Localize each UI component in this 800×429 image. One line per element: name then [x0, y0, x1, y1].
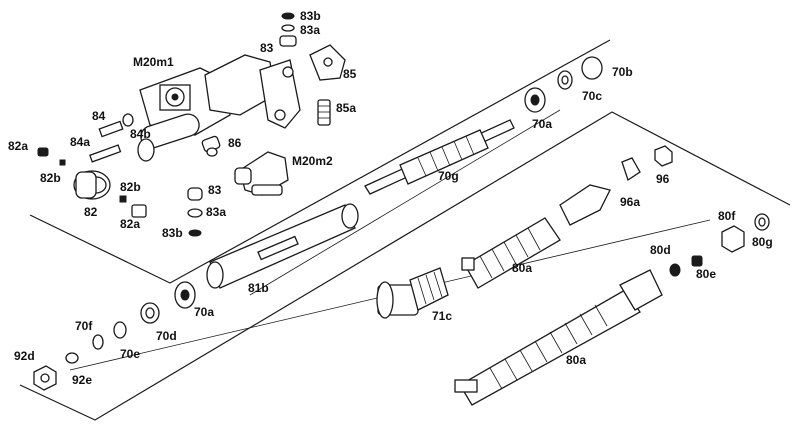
label-80d: 80d [650, 243, 671, 257]
bushing-82b-left [59, 159, 66, 166]
label-m20m2: M20m2 [292, 154, 333, 168]
label-84b: 84b [130, 127, 151, 141]
label-83b-bottom: 83b [162, 226, 183, 240]
label-92d: 92d [14, 349, 35, 363]
washer-stack-83-bottom [187, 187, 203, 237]
nut-96 [654, 145, 673, 167]
cap-70b [581, 56, 603, 80]
nut-80f [721, 225, 745, 253]
label-85a: 85a [336, 101, 356, 115]
label-82: 82 [84, 205, 98, 219]
label-92e: 92e [72, 373, 92, 387]
screw-84 [98, 113, 134, 138]
label-80a-lower: 80a [566, 353, 586, 367]
label-84: 84 [92, 109, 106, 123]
label-m20m1: M20m1 [133, 55, 174, 69]
label-70b: 70b [612, 65, 633, 79]
label-70g: 70g [438, 169, 459, 183]
bellows-71c [376, 267, 449, 319]
bolts-82a-bottom [119, 195, 147, 218]
washer-92e [65, 352, 79, 364]
label-83a-bottom: 83a [206, 205, 226, 219]
label-80a-upper: 80a [512, 261, 532, 275]
label-83b-top: 83b [300, 9, 321, 23]
label-82b-left: 82b [40, 171, 61, 185]
ring-80g [754, 213, 770, 231]
sleeve-84b [137, 113, 200, 162]
ring-70e [113, 321, 127, 339]
ring-70f [92, 334, 104, 350]
label-82a-top: 82a [8, 139, 28, 153]
flange-82 [73, 170, 111, 200]
pin-84a [89, 144, 122, 163]
label-83-bottom: 83 [208, 183, 222, 197]
label-85: 85 [343, 67, 357, 81]
lower-group-boundary [19, 111, 791, 421]
label-83-top: 83 [260, 41, 274, 55]
label-80g: 80g [752, 235, 773, 249]
label-96: 96 [656, 172, 670, 186]
label-84a: 84a [70, 135, 90, 149]
label-82b-right: 82b [120, 180, 141, 194]
shaft-80a-upper [461, 184, 611, 289]
bearing-70a-bottom [174, 281, 196, 309]
ring-70d [140, 302, 160, 324]
lock-housing-m20m1 [139, 54, 276, 136]
spring-82a-top [37, 147, 49, 157]
label-96a: 96a [620, 195, 640, 209]
label-83a-top: 83a [300, 23, 320, 37]
bolt-85a [317, 99, 331, 126]
upper-group-boundary [29, 39, 611, 284]
bearing-70a-top [524, 87, 546, 113]
label-80f: 80f [718, 209, 736, 223]
group-boundaries [19, 39, 791, 421]
label-81b: 81b [248, 281, 269, 295]
label-70a-top: 70a [532, 117, 552, 131]
label-70e: 70e [120, 347, 140, 361]
washer-stack-83-top [279, 12, 297, 47]
axis-line-upper [249, 109, 561, 296]
steering-shaft-70g [364, 119, 515, 195]
label-71c: 71c [432, 309, 452, 323]
clip-96a [621, 157, 641, 182]
label-82a-bottom: 82a [120, 217, 140, 231]
lever-bracket-85 [259, 44, 346, 129]
nut-86 [201, 135, 221, 157]
jacket-tube-81b [206, 203, 359, 289]
shaft-80a-lower [454, 269, 663, 406]
label-70d: 70d [156, 329, 177, 343]
part-labels: 83b 83a 83 85 85a M20m1 84 84a 84b 86 M2… [8, 9, 773, 387]
label-80e: 80e [696, 267, 716, 281]
actuator-m20m2 [234, 151, 289, 196]
label-70c-top: 70c [582, 89, 602, 103]
label-70f: 70f [75, 319, 93, 333]
nut-92d [33, 365, 57, 391]
label-70a-bottom: 70a [194, 305, 214, 319]
washer-80d [669, 263, 681, 277]
label-86: 86 [228, 136, 242, 150]
ring-70c-top [557, 70, 573, 90]
spring-80e [691, 255, 703, 267]
